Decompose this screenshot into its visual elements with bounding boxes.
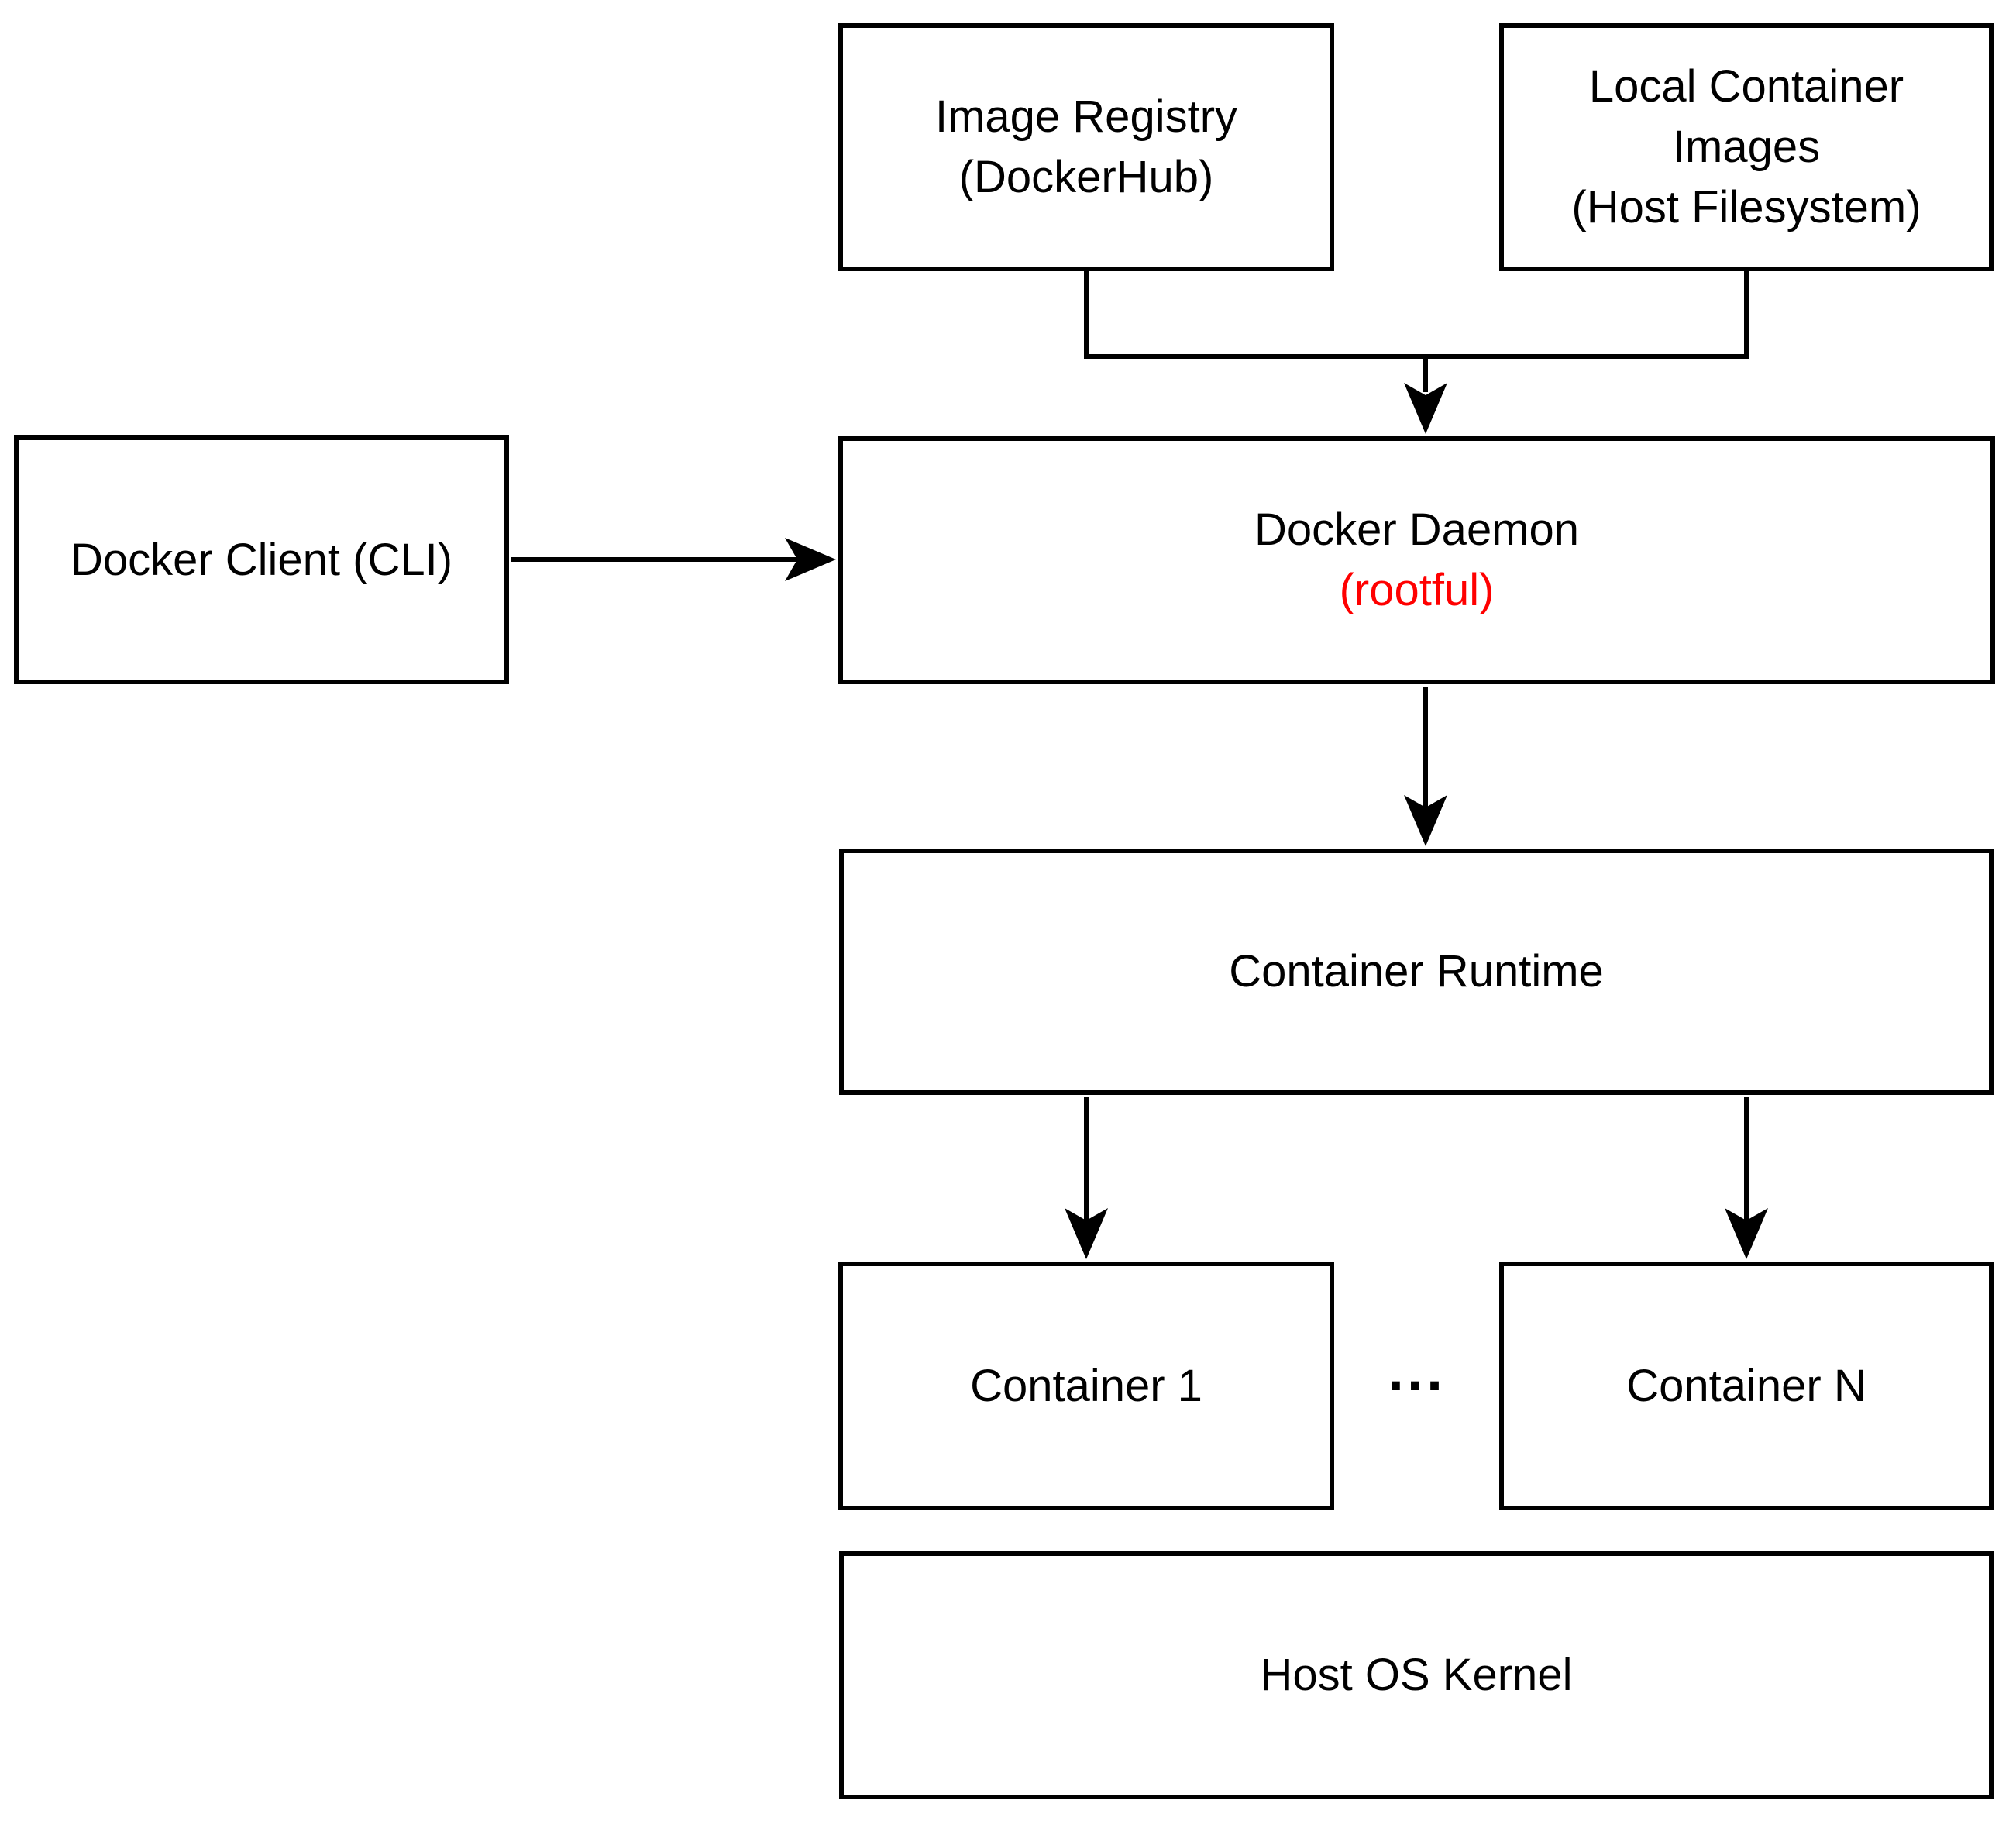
node-image-registry-label-line2: (DockerHub) — [958, 152, 1214, 202]
arrowhead-runtime-to-containerN — [1725, 1208, 1768, 1259]
node-host-os-kernel-label: Host OS Kernel — [1260, 1650, 1573, 1700]
node-image-registry: Image Registry (DockerHub) — [838, 23, 1334, 271]
arrowhead-runtime-to-container1 — [1065, 1208, 1108, 1259]
node-docker-daemon: Docker Daemon (rootful) — [838, 436, 1995, 684]
node-host-os-kernel: Host OS Kernel — [839, 1551, 1994, 1799]
node-local-images-label-line1: Local Container — [1588, 61, 1904, 112]
node-local-images-label-line2: Images — [1672, 122, 1821, 172]
node-container-runtime: Container Runtime — [839, 849, 1994, 1095]
node-local-container-images: Local Container Images (Host Filesystem) — [1499, 23, 1994, 271]
node-docker-client-label: Docker Client (CLI) — [70, 534, 453, 585]
node-container-1: Container 1 — [838, 1262, 1334, 1510]
node-docker-daemon-label: Docker Daemon — [1254, 504, 1580, 555]
arrowhead-client-to-daemon — [785, 538, 836, 581]
node-docker-client: Docker Client (CLI) — [14, 435, 509, 684]
node-image-registry-label-line1: Image Registry — [934, 91, 1238, 142]
node-container-n: Container N — [1499, 1262, 1994, 1510]
containers-ellipsis: ... — [1387, 1337, 1447, 1403]
arrowhead-merge-to-daemon — [1404, 383, 1447, 434]
node-container-1-label: Container 1 — [970, 1360, 1202, 1411]
arrowhead-daemon-to-runtime — [1404, 795, 1447, 846]
node-docker-daemon-rootful-label: (rootful) — [1339, 565, 1495, 615]
node-container-n-label: Container N — [1626, 1360, 1866, 1411]
node-container-runtime-label: Container Runtime — [1229, 946, 1604, 997]
node-local-images-label-line3: (Host Filesystem) — [1571, 182, 1921, 232]
